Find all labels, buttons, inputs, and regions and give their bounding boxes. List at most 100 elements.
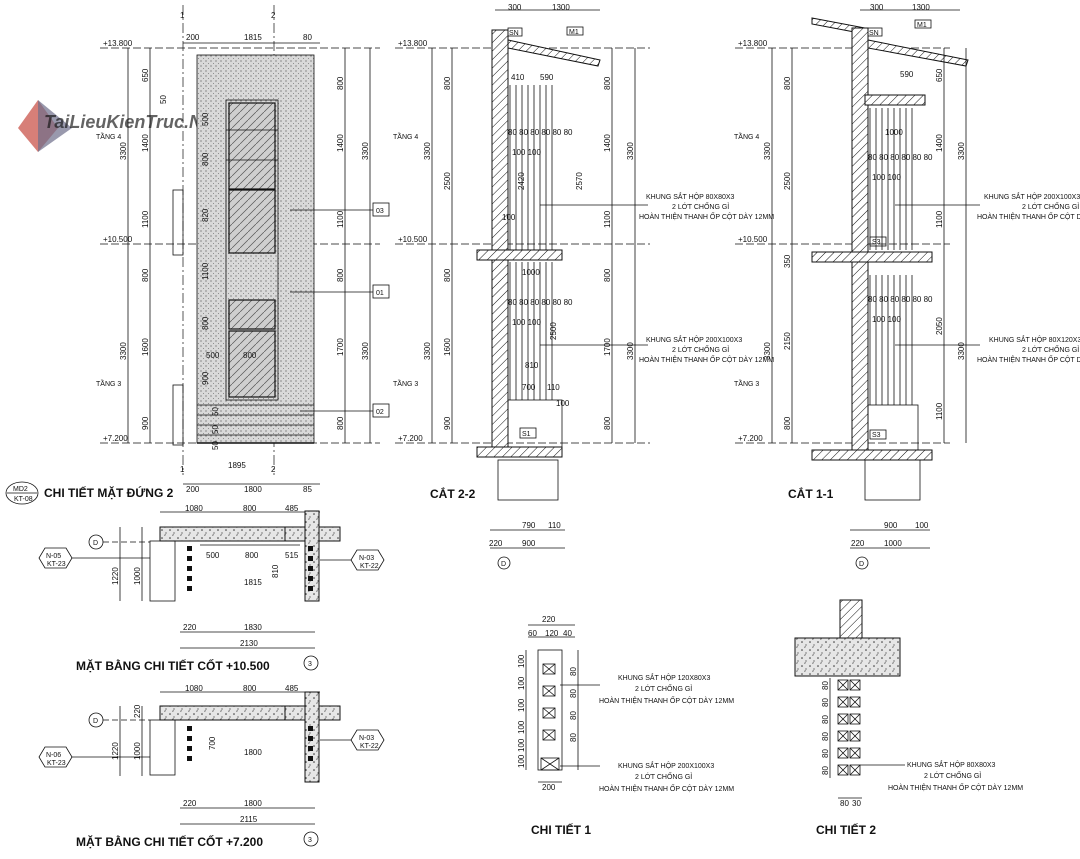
svg-text:220: 220	[851, 539, 865, 548]
svg-text:110: 110	[547, 383, 560, 392]
svg-text:HOÀN THIỆN THANH ỐP CỘT DÀY 12: HOÀN THIỆN THANH ỐP CỘT DÀY 12MM	[977, 211, 1080, 221]
level-13800: +13.800	[103, 39, 133, 48]
svg-text:3300: 3300	[361, 342, 370, 360]
svg-text:MD2: MD2	[13, 486, 28, 493]
svg-text:TẦNG 3: TẦNG 3	[734, 378, 759, 388]
svg-text:1800: 1800	[244, 485, 262, 494]
svg-text:+13.800: +13.800	[738, 39, 768, 48]
svg-text:80: 80	[821, 732, 830, 741]
svg-text:KHUNG SẮT HỘP 200X100X3: KHUNG SẮT HỘP 200X100X3	[984, 192, 1080, 201]
svg-text:2 LỚT CHỐNG GỈ: 2 LỚT CHỐNG GỈ	[635, 683, 692, 693]
svg-text:100: 100	[517, 720, 526, 734]
section-1-1-title: CẮT 1-1	[788, 486, 834, 501]
svg-text:350: 350	[783, 254, 792, 268]
svg-text:SN: SN	[509, 30, 519, 37]
svg-text:820: 820	[201, 208, 210, 222]
svg-text:KHUNG SẮT HỘP 200X100X3: KHUNG SẮT HỘP 200X100X3	[618, 761, 714, 770]
svg-text:1100: 1100	[141, 210, 150, 228]
svg-text:1600: 1600	[141, 338, 150, 356]
svg-text:N-03: N-03	[359, 735, 374, 742]
svg-text:900: 900	[884, 521, 898, 530]
svg-text:KHUNG SẮT HỘP 80X120X3: KHUNG SẮT HỘP 80X120X3	[989, 335, 1080, 344]
svg-text:KT-08: KT-08	[14, 496, 33, 503]
svg-text:KT-22: KT-22	[360, 563, 379, 570]
svg-text:1400: 1400	[336, 134, 345, 152]
svg-text:2 LỚT CHỐNG GỈ: 2 LỚT CHỐNG GỈ	[1022, 344, 1079, 354]
svg-text:85: 85	[303, 485, 312, 494]
svg-text:80: 80	[821, 681, 830, 690]
svg-text:700: 700	[208, 736, 217, 750]
svg-text:1700: 1700	[603, 338, 612, 356]
svg-text:800: 800	[336, 76, 345, 90]
svg-text:TẦNG 4: TẦNG 4	[393, 131, 418, 141]
svg-text:80: 80	[569, 689, 578, 698]
svg-text:2 LỚT CHỐNG GỈ: 2 LỚT CHỐNG GỈ	[1022, 201, 1079, 211]
svg-text:1800: 1800	[244, 799, 262, 808]
svg-text:1080: 1080	[185, 504, 203, 513]
svg-text:3300: 3300	[957, 142, 966, 160]
detail-1-title: CHI TIẾT 1	[531, 822, 591, 837]
callout-03: 03	[376, 208, 384, 215]
svg-text:900: 900	[201, 371, 210, 385]
svg-text:220: 220	[183, 799, 197, 808]
svg-text:D: D	[501, 561, 506, 568]
svg-text:D: D	[93, 540, 98, 547]
svg-text:50: 50	[159, 95, 168, 104]
svg-text:2500: 2500	[443, 172, 452, 190]
svg-text:2130: 2130	[240, 639, 258, 648]
svg-text:200: 200	[186, 33, 200, 42]
svg-text:3300: 3300	[361, 142, 370, 160]
callout-01: 01	[376, 290, 384, 297]
svg-text:100: 100	[556, 399, 570, 408]
svg-text:+10.500: +10.500	[398, 235, 428, 244]
svg-text:3300: 3300	[423, 342, 432, 360]
svg-text:1000: 1000	[885, 128, 903, 137]
window-lower-a	[228, 299, 276, 330]
cladding-bars-2-2	[507, 85, 563, 448]
svg-text:1000: 1000	[884, 539, 902, 548]
svg-text:800: 800	[443, 268, 452, 282]
svg-text:100 100: 100 100	[872, 173, 901, 182]
svg-text:800: 800	[201, 152, 210, 166]
svg-text:N-03: N-03	[359, 555, 374, 562]
svg-text:2500: 2500	[549, 322, 558, 340]
svg-text:100: 100	[915, 521, 929, 530]
plan-10500-title: MẶT BẰNG CHI TIẾT CỐT +10.500	[76, 658, 270, 673]
svg-text:800: 800	[243, 351, 257, 360]
svg-text:50: 50	[211, 425, 220, 434]
svg-text:100: 100	[517, 738, 526, 752]
svg-text:80 80 80 80 80 80: 80 80 80 80 80 80	[868, 153, 933, 162]
svg-text:2: 2	[271, 465, 276, 474]
section-2-2-title: CẮT 2-2	[430, 486, 476, 501]
window-mid	[228, 189, 276, 254]
svg-text:2500: 2500	[783, 172, 792, 190]
svg-text:800: 800	[783, 76, 792, 90]
svg-text:TẦNG 3: TẦNG 3	[393, 378, 418, 388]
svg-text:800: 800	[603, 416, 612, 430]
svg-text:3300: 3300	[119, 342, 128, 360]
svg-text:HOÀN THIỆN THANH ỐP CỘT DÀY 12: HOÀN THIỆN THANH ỐP CỘT DÀY 12MM	[977, 354, 1080, 364]
svg-text:S1: S1	[522, 431, 531, 438]
callout-02: 02	[376, 409, 384, 416]
svg-text:3300: 3300	[763, 342, 772, 360]
svg-text:220: 220	[542, 615, 556, 624]
svg-text:60: 60	[528, 629, 537, 638]
svg-text:800: 800	[603, 76, 612, 90]
svg-text:800: 800	[603, 268, 612, 282]
svg-text:KT-23: KT-23	[47, 760, 66, 767]
svg-text:500: 500	[206, 551, 220, 560]
svg-text:800: 800	[243, 684, 257, 693]
svg-text:50: 50	[211, 441, 220, 450]
svg-text:KHUNG SẮT HỘP 120X80X3: KHUNG SẮT HỘP 120X80X3	[618, 673, 710, 682]
svg-text:1400: 1400	[141, 134, 150, 152]
detail-2: 80 80 80 80 80 80 80 30 KHUNG SẮT HỘP 80…	[794, 599, 1023, 837]
svg-text:1100: 1100	[336, 210, 345, 228]
svg-text:410: 410	[511, 73, 525, 82]
svg-text:1000: 1000	[133, 742, 142, 760]
svg-text:800: 800	[201, 316, 210, 330]
svg-text:810: 810	[271, 564, 280, 578]
svg-text:80: 80	[840, 799, 849, 808]
svg-text:1815: 1815	[244, 578, 262, 587]
svg-text:1220: 1220	[111, 742, 120, 760]
svg-text:2 LỚT CHỐNG GỈ: 2 LỚT CHỐNG GỈ	[924, 770, 981, 780]
